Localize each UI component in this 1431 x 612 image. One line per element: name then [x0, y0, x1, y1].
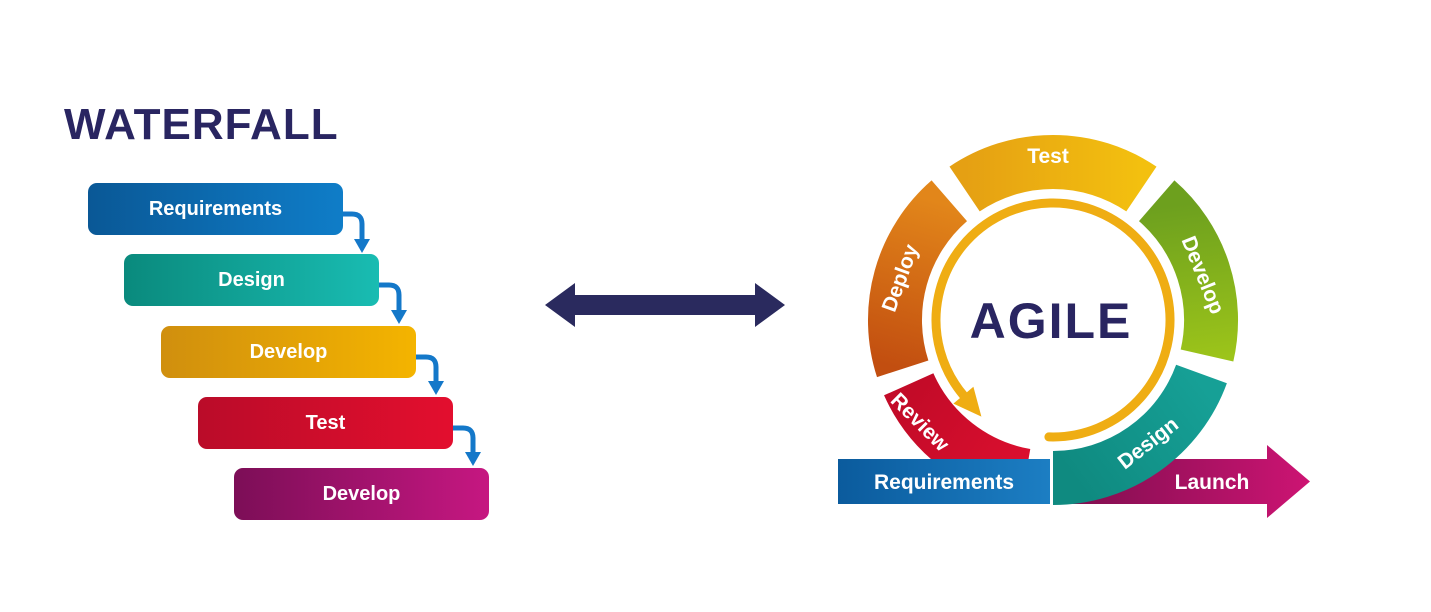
- agile-center-label: AGILE: [970, 293, 1133, 349]
- segment-test-arc: [949, 134, 1157, 212]
- cycle-arrowhead-icon: [953, 386, 982, 417]
- waterfall-step-label: Requirements: [148, 197, 283, 220]
- waterfall-connector-arrows: [343, 211, 481, 466]
- waterfall-step-requirements: Requirements: [88, 183, 343, 235]
- waterfall-step-label: Develop: [249, 340, 328, 363]
- waterfall-step-test: Test: [198, 397, 453, 449]
- cycle-arrow: [931, 198, 1175, 442]
- waterfall-step-label: Design: [218, 268, 285, 291]
- waterfall-step-label: Develop: [322, 482, 401, 505]
- agile-diagram: AGILE Test Develop Design Review Deploy …: [838, 134, 1310, 518]
- waterfall-step-label: Test: [305, 411, 346, 434]
- waterfall-step-develop: Develop: [161, 326, 416, 378]
- down-arrow-icon: [343, 211, 476, 453]
- comparison-double-arrow-icon: [545, 283, 785, 327]
- waterfall-step-design: Design: [124, 254, 379, 306]
- segment-develop-arc: [1138, 180, 1238, 362]
- requirements-bar-label: Requirements: [874, 471, 1014, 494]
- launch-arrow-label: Launch: [1175, 471, 1250, 494]
- segment-deploy-arc: [867, 180, 968, 378]
- waterfall-step-develop-2: Develop: [234, 468, 489, 520]
- down-arrowhead-icon: [354, 239, 481, 466]
- segment-design-arc: [1052, 364, 1227, 505]
- requirements-bar: [838, 459, 1050, 504]
- waterfall-title: WATERFALL: [64, 100, 339, 149]
- segment-test-label: Test: [1027, 145, 1069, 168]
